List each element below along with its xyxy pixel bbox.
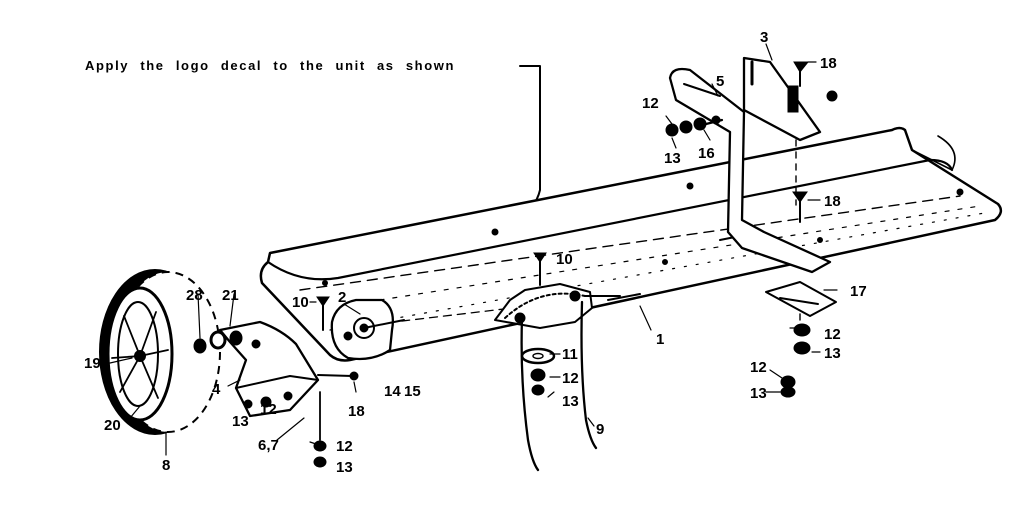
top-mount-plate — [742, 56, 822, 142]
washer-11-hole — [532, 352, 544, 360]
nut-13-center — [531, 384, 545, 396]
drive-cable — [580, 300, 598, 450]
wheel — [99, 269, 221, 435]
callout-9: 9 — [596, 421, 604, 438]
washer-21 — [209, 330, 227, 350]
callout-28: 28 — [186, 287, 203, 304]
callout-13-lower-left: 13 — [336, 459, 353, 476]
washer-16-a — [679, 120, 693, 134]
nut-12-center — [530, 368, 546, 382]
callout-12-center: 12 — [562, 370, 579, 387]
callout-3: 3 — [760, 29, 768, 46]
callout-12-right: 12 — [824, 326, 841, 343]
callout-10-left: 10 — [292, 294, 309, 311]
callout-leaders — [109, 43, 838, 456]
callout-12-lower-right: 12 — [750, 359, 767, 376]
callout-13-center: 13 — [562, 393, 579, 410]
callout-16: 16 — [698, 145, 715, 162]
wheel-bracket — [218, 320, 320, 418]
callout-12-upper: 12 — [642, 95, 659, 112]
logo-decal-instruction: Apply the logo decal to the unit as show… — [85, 58, 456, 73]
nut-12-right — [793, 323, 811, 337]
callout-8: 8 — [162, 457, 170, 474]
callout-6-7: 6,7 — [258, 437, 279, 454]
callout-18-mid: 18 — [824, 193, 841, 210]
left-bearing-plate — [330, 298, 405, 361]
nut-13-left — [313, 456, 327, 468]
center-gear-assembly — [494, 283, 621, 329]
washer-16-b — [693, 117, 707, 131]
callout-13-upper: 13 — [664, 150, 681, 167]
callout-11: 11 — [562, 346, 578, 363]
bolt-18-left — [317, 374, 353, 377]
bolt-18-left-head — [349, 371, 359, 381]
callout-12-bracket-left: 12 — [260, 401, 277, 418]
nut-12-upper — [665, 123, 679, 137]
callout-19: 19 — [84, 355, 101, 372]
callout-18-top: 18 — [820, 55, 837, 72]
callout-1: 1 — [656, 331, 664, 348]
nut-12-lower-right — [780, 375, 796, 389]
callout-18-left: 18 — [348, 403, 365, 420]
bolt-16 — [704, 118, 724, 126]
callout-13-right: 13 — [824, 345, 841, 362]
nut-13-right — [793, 341, 811, 355]
nut-21 — [229, 330, 243, 346]
bolt-10-center-head — [533, 252, 547, 263]
nut-12-left — [313, 440, 327, 452]
washer-11 — [520, 347, 556, 365]
nut-top-right — [826, 90, 838, 102]
callout-20: 20 — [104, 417, 121, 434]
callout-15: 15 — [404, 383, 421, 400]
bolt-18-top-head — [793, 61, 810, 73]
callout-13-bracket-left: 13 — [232, 413, 249, 430]
callout-13-lower-right: 13 — [750, 385, 767, 402]
bracket-17 — [765, 281, 837, 317]
spacer-28 — [193, 338, 207, 354]
bolt-18-mid-head — [792, 191, 808, 203]
callout-12-lower-left: 12 — [336, 438, 353, 455]
bolt-10-left-head — [316, 296, 330, 307]
callout-4: 4 — [212, 381, 221, 398]
nut-13-lower-right — [780, 386, 796, 398]
callout-2: 2 — [338, 289, 346, 306]
callout-5: 5 — [716, 73, 724, 90]
callout-14: 14 — [384, 383, 401, 400]
callout-21: 21 — [222, 287, 239, 304]
callout-17: 17 — [850, 283, 867, 300]
drive-cable — [520, 316, 540, 472]
callout-10-top: 10 — [556, 251, 573, 268]
